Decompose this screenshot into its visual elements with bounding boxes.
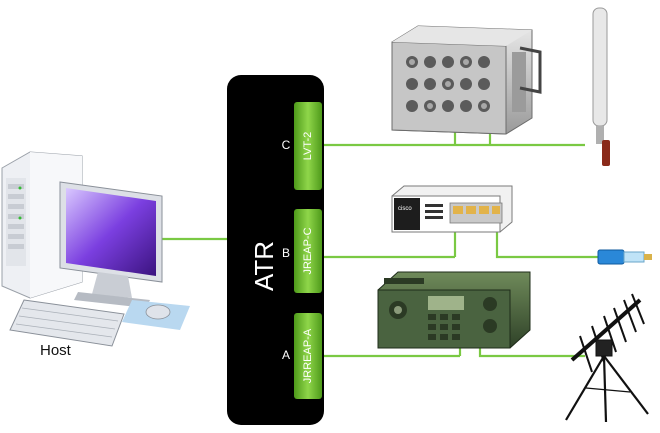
military-radio-unit-icon: [391, 25, 542, 135]
ethernet-cable-icon: [597, 249, 652, 265]
slot-label-a: A: [281, 348, 290, 362]
yagi-antenna-tripod-icon: [565, 293, 649, 423]
host-computer-icon: [1, 151, 190, 347]
slot-label-b: B: [281, 246, 290, 260]
switch-brand: cisco: [398, 206, 412, 212]
port-lvt2[interactable]: [294, 102, 322, 190]
slot-label-c: C: [281, 138, 291, 152]
port-jreapc[interactable]: [294, 209, 322, 293]
cisco-network-switch-icon: cisco: [391, 185, 513, 233]
atr-title: ATR: [249, 240, 279, 292]
port-label-lvt2: LVT-2: [302, 131, 314, 161]
whip-antenna-icon: [592, 7, 610, 166]
port-label-jreapc: JREAP-C: [302, 227, 314, 275]
field-radio-icon: [377, 271, 531, 349]
port-jrreapa[interactable]: [294, 313, 322, 399]
link-switch-cable: [495, 222, 598, 259]
port-label-jrreapa: JRREAP-A: [302, 328, 314, 384]
connection-lines: [158, 118, 598, 358]
host-label: Host: [40, 342, 71, 359]
